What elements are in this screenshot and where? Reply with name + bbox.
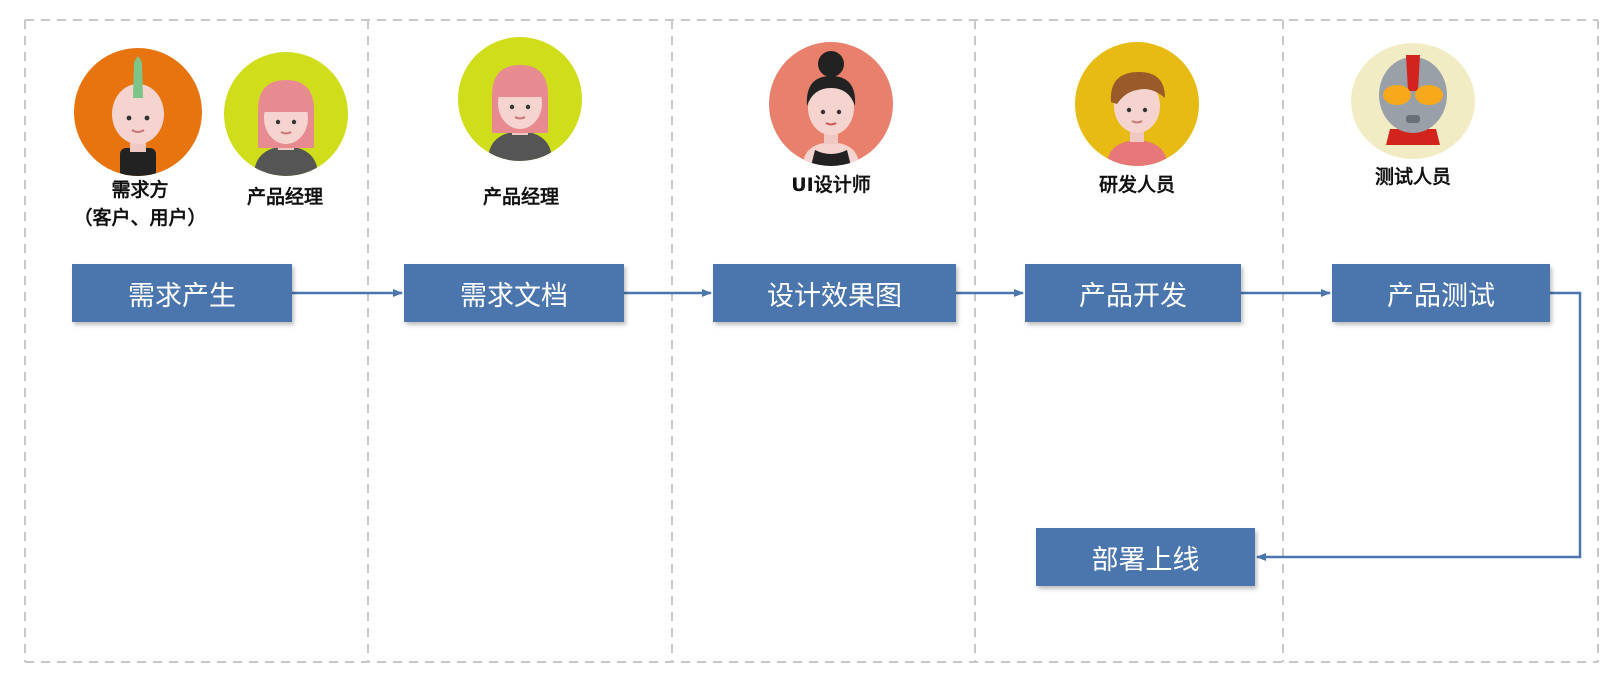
pink-hair-woman-icon [224, 52, 348, 176]
role-requester-line2: （客户、用户） [73, 207, 207, 229]
step-deploy-online: 部署上线 [1036, 528, 1255, 586]
role-pm-lane1: 产品经理 [246, 186, 323, 208]
bun-hair-woman-icon [769, 42, 893, 166]
step-requirement-generated: 需求产生 [72, 264, 292, 322]
mohawk-person-icon [74, 48, 202, 176]
role-requester-line1: 需求方 [111, 179, 169, 201]
step-design-mockup: 设计效果图 [713, 264, 956, 322]
step-product-testing: 产品测试 [1332, 264, 1550, 322]
step-requirement-document: 需求文档 [404, 264, 624, 322]
role-tester: 测试人员 [1374, 166, 1451, 188]
arrow-step5-to-step6 [1256, 291, 1582, 561]
step-product-development: 产品开发 [1025, 264, 1241, 322]
pink-hair-woman-icon [458, 37, 582, 161]
ultraman-icon [1350, 33, 1476, 159]
role-pm-lane2: 产品经理 [482, 186, 559, 208]
brown-hair-man-icon [1075, 42, 1199, 166]
role-ui-designer: UI设计师 [791, 174, 871, 196]
role-developer: 研发人员 [1098, 174, 1175, 196]
